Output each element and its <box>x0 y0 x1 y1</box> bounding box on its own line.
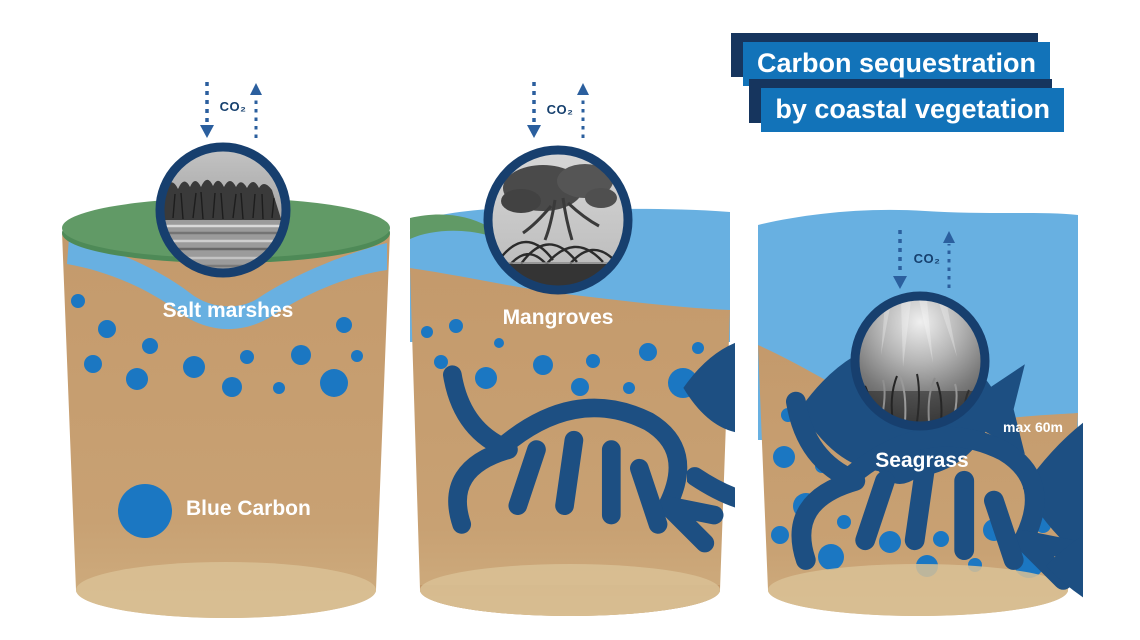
mangrove-photo-ring <box>483 145 633 295</box>
carbon-dot <box>98 320 116 338</box>
carbon-dot <box>421 326 433 338</box>
carbon-dot <box>837 515 851 529</box>
carbon-dot <box>773 446 795 468</box>
carbon-dot <box>623 382 635 394</box>
mangroves-panel <box>410 82 735 616</box>
carbon-dot <box>222 377 242 397</box>
infographic-title-line2: by coastal vegetation <box>761 88 1064 132</box>
co2-label: CO₂ <box>913 251 941 266</box>
salt-marshes-label: Salt marshes <box>162 299 294 322</box>
co2-down-arrowhead <box>200 125 214 138</box>
mangrove-green-bank <box>410 214 487 239</box>
carbon-dot <box>84 355 102 373</box>
salt-marsh-photo-ring <box>155 142 291 278</box>
mangroves-label: Mangroves <box>502 306 614 329</box>
seagrass-photo <box>859 300 981 422</box>
carbon-dot <box>571 378 589 396</box>
carbon-dot <box>71 294 85 308</box>
salt-marshes-panel <box>62 82 390 618</box>
mangrove-photo <box>492 154 624 286</box>
seagrass-cylinder-base <box>768 564 1068 616</box>
carbon-dot <box>771 526 789 544</box>
carbon-dot <box>449 319 463 333</box>
seagrass-label: Seagrass <box>875 449 969 472</box>
carbon-dot <box>183 356 205 378</box>
carbon-dot <box>494 338 504 348</box>
co2-down-arrowhead <box>893 276 907 289</box>
co2-label: CO₂ <box>219 99 247 114</box>
carbon-dot <box>126 368 148 390</box>
carbon-dot <box>692 342 704 354</box>
carbon-dot <box>291 345 311 365</box>
carbon-dot <box>639 343 657 361</box>
blue-carbon-label: Blue Carbon <box>186 497 311 520</box>
seagrass-photo-ring <box>850 291 990 431</box>
marsh-cylinder-base <box>76 562 376 618</box>
carbon-dot <box>818 544 844 570</box>
carbon-dot <box>336 317 352 333</box>
carbon-dot <box>933 531 949 547</box>
carbon-dots-group <box>71 294 363 538</box>
carbon-dot <box>273 382 285 394</box>
infographic-title-line1: Carbon sequestration <box>742 42 1050 86</box>
co2-up-arrowhead <box>250 83 262 95</box>
carbon-dot <box>118 484 172 538</box>
mangrove-co2-arrows <box>527 82 589 138</box>
carbon-dot <box>781 408 795 422</box>
co2-up-arrowhead <box>577 83 589 95</box>
carbon-dot <box>142 338 158 354</box>
carbon-dot <box>240 350 254 364</box>
co2-label: CO₂ <box>546 102 574 117</box>
carbon-dot <box>533 355 553 375</box>
seagrass-panel <box>758 209 1083 625</box>
carbon-dot <box>586 354 600 368</box>
carbon-dot <box>475 367 497 389</box>
carbon-dot <box>351 350 363 362</box>
carbon-dot <box>434 355 448 369</box>
carbon-dot <box>879 531 901 553</box>
co2-up-arrowhead <box>943 231 955 243</box>
co2-down-arrowhead <box>527 125 541 138</box>
max-depth-label: max 60m <box>1003 419 1063 435</box>
seagrass-co2-arrows <box>893 230 955 289</box>
mangrove-cylinder-base <box>420 564 720 616</box>
marsh-sediment-cylinder <box>62 232 390 618</box>
marsh-co2-arrows <box>200 82 262 138</box>
carbon-dot <box>320 369 348 397</box>
